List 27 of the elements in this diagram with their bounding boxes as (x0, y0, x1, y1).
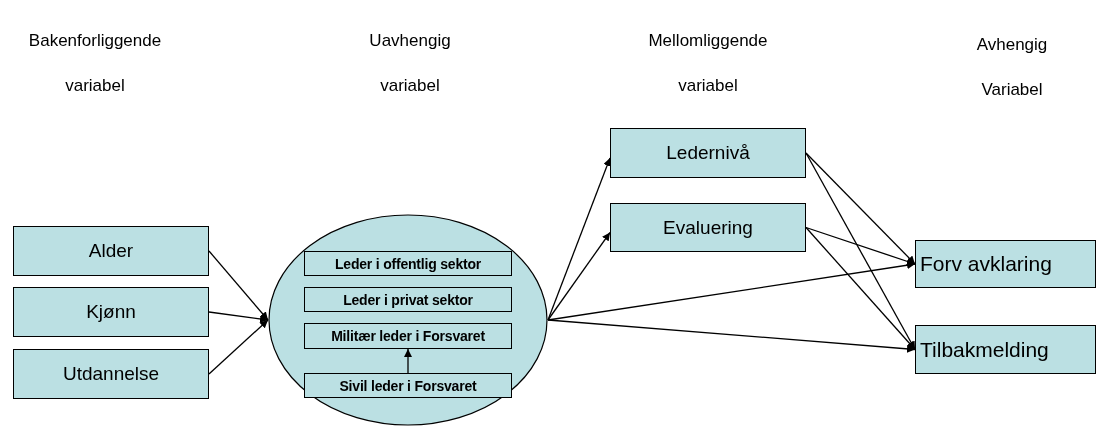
arrow (547, 157, 611, 321)
arrow (805, 226, 916, 351)
arrow (805, 226, 916, 266)
arrow (208, 319, 269, 375)
variable-box: Utdannelse (13, 349, 209, 399)
category-box: Leder i privat sektor (304, 287, 512, 312)
column-heading: Avhengig Variabel (976, 34, 1048, 101)
arrow (547, 319, 916, 353)
category-box: Sivil leder i Forsvaret (304, 373, 512, 398)
arrow (547, 231, 611, 321)
arrow (404, 348, 412, 374)
arrow (805, 152, 916, 265)
arrow (208, 250, 269, 321)
variable-box: Alder (13, 226, 209, 276)
column-heading: Bakenforliggende variabel (28, 30, 162, 97)
variable-box: Kjønn (13, 287, 209, 337)
arrow (805, 152, 916, 351)
variable-box: Ledernivå (610, 128, 806, 178)
variable-box: Forv avklaring (915, 240, 1096, 288)
column-heading: Uavhengig variabel (369, 30, 451, 97)
category-box: Leder i offentlig sektor (304, 251, 512, 276)
variable-box: Tilbakmelding (915, 325, 1096, 374)
arrow (208, 311, 269, 323)
arrow (547, 261, 916, 321)
variable-box: Evaluering (610, 203, 806, 252)
category-box: Militær leder i Forsvaret (304, 323, 512, 349)
column-heading: Mellomliggende variabel (648, 30, 768, 97)
